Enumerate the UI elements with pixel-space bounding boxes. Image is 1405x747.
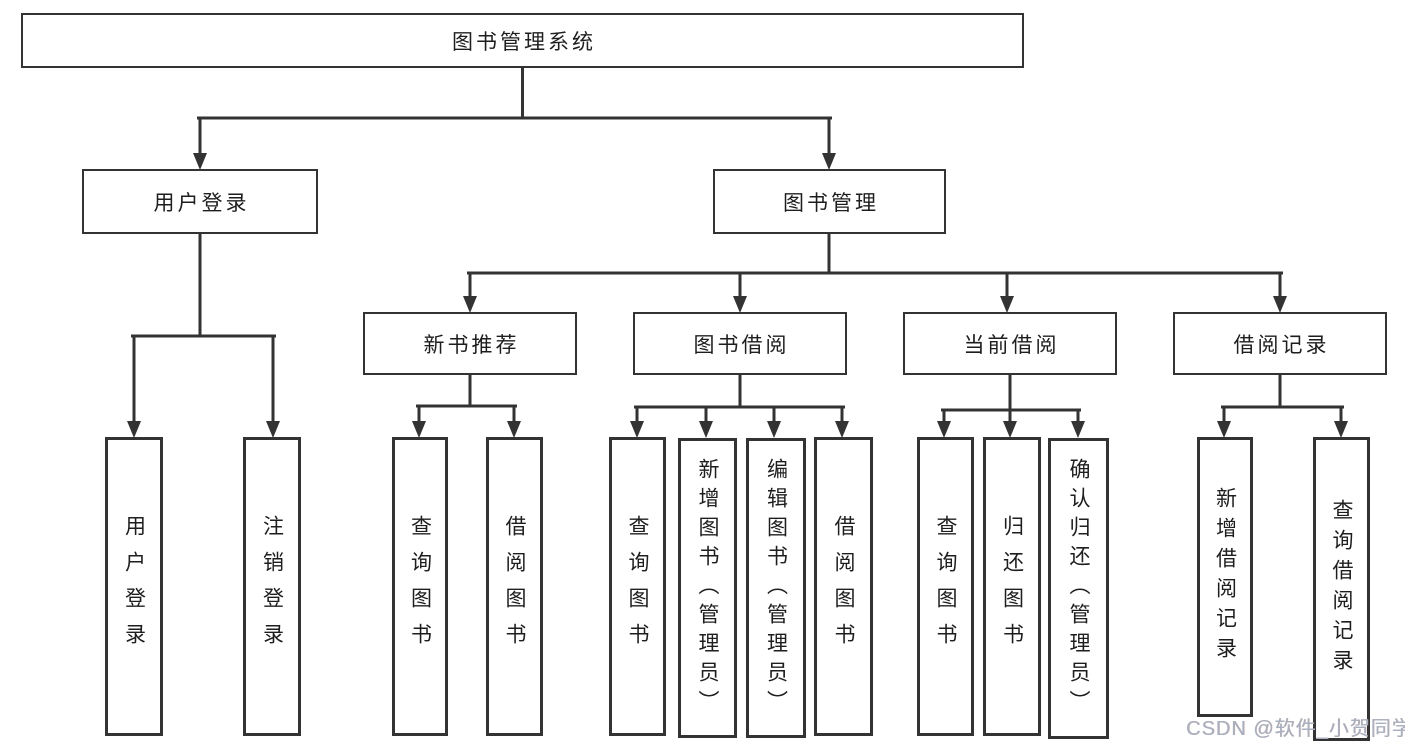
leaf-logout: 注销登录 [243,437,301,736]
leaf-label: 新增图书（管理员） [696,457,719,719]
leaf-add-book-admin: 新增图书（管理员） [678,438,737,738]
leaf-label: 查询图书 [626,514,649,659]
leaf-label: 归还图书 [1000,514,1024,659]
leaf-confirm-return-admin: 确认归还（管理员） [1048,438,1109,739]
leaf-label: 用户登录 [122,514,146,659]
leaf-add-borrow-record: 新增借阅记录 [1197,437,1253,717]
leaf-query-books-recommend: 查询图书 [392,437,448,736]
leaf-label: 查询图书 [408,514,432,659]
node-current-borrow: 当前借阅 [903,312,1117,375]
leaf-borrow-books-recommend: 借阅图书 [486,437,543,736]
leaf-label: 借阅图书 [503,514,526,659]
node-book-management: 图书管理 [713,169,946,234]
node-label: 图书管理 [783,191,879,215]
node-label: 借阅记录 [1233,333,1330,357]
node-borrow-record: 借阅记录 [1173,312,1387,375]
node-label: 当前借阅 [963,333,1060,357]
node-library-system: 图书管理系统 [21,13,1024,68]
leaf-label: 借阅图书 [832,514,855,659]
leaf-label: 查询图书 [934,514,957,659]
leaf-label: 查询借阅记录 [1330,499,1353,679]
node-book-borrow: 图书借阅 [633,312,847,375]
leaf-query-books-current: 查询图书 [917,437,974,736]
leaf-label: 注销登录 [260,514,284,659]
leaf-edit-book-admin: 编辑图书（管理员） [746,438,806,738]
node-label: 新书推荐 [423,333,520,357]
node-label: 图书管理系统 [452,30,596,54]
node-label: 图书借阅 [693,333,790,357]
node-label: 用户登录 [153,191,250,215]
leaf-label: 新增借阅记录 [1213,487,1237,667]
node-new-book-recommend: 新书推荐 [363,312,577,375]
leaf-user-login: 用户登录 [105,437,163,736]
leaf-borrow-book: 借阅图书 [814,437,873,736]
node-user-login: 用户登录 [82,169,318,234]
leaf-return-book: 归还图书 [983,437,1041,736]
leaf-query-borrow-record: 查询借阅记录 [1313,437,1370,741]
leaf-query-books-borrow: 查询图书 [609,437,666,736]
csdn-watermark: CSDN @软件_小贺同学 [1186,718,1405,740]
leaf-label: 编辑图书（管理员） [764,457,788,719]
leaf-label: 确认归还（管理员） [1067,458,1090,719]
